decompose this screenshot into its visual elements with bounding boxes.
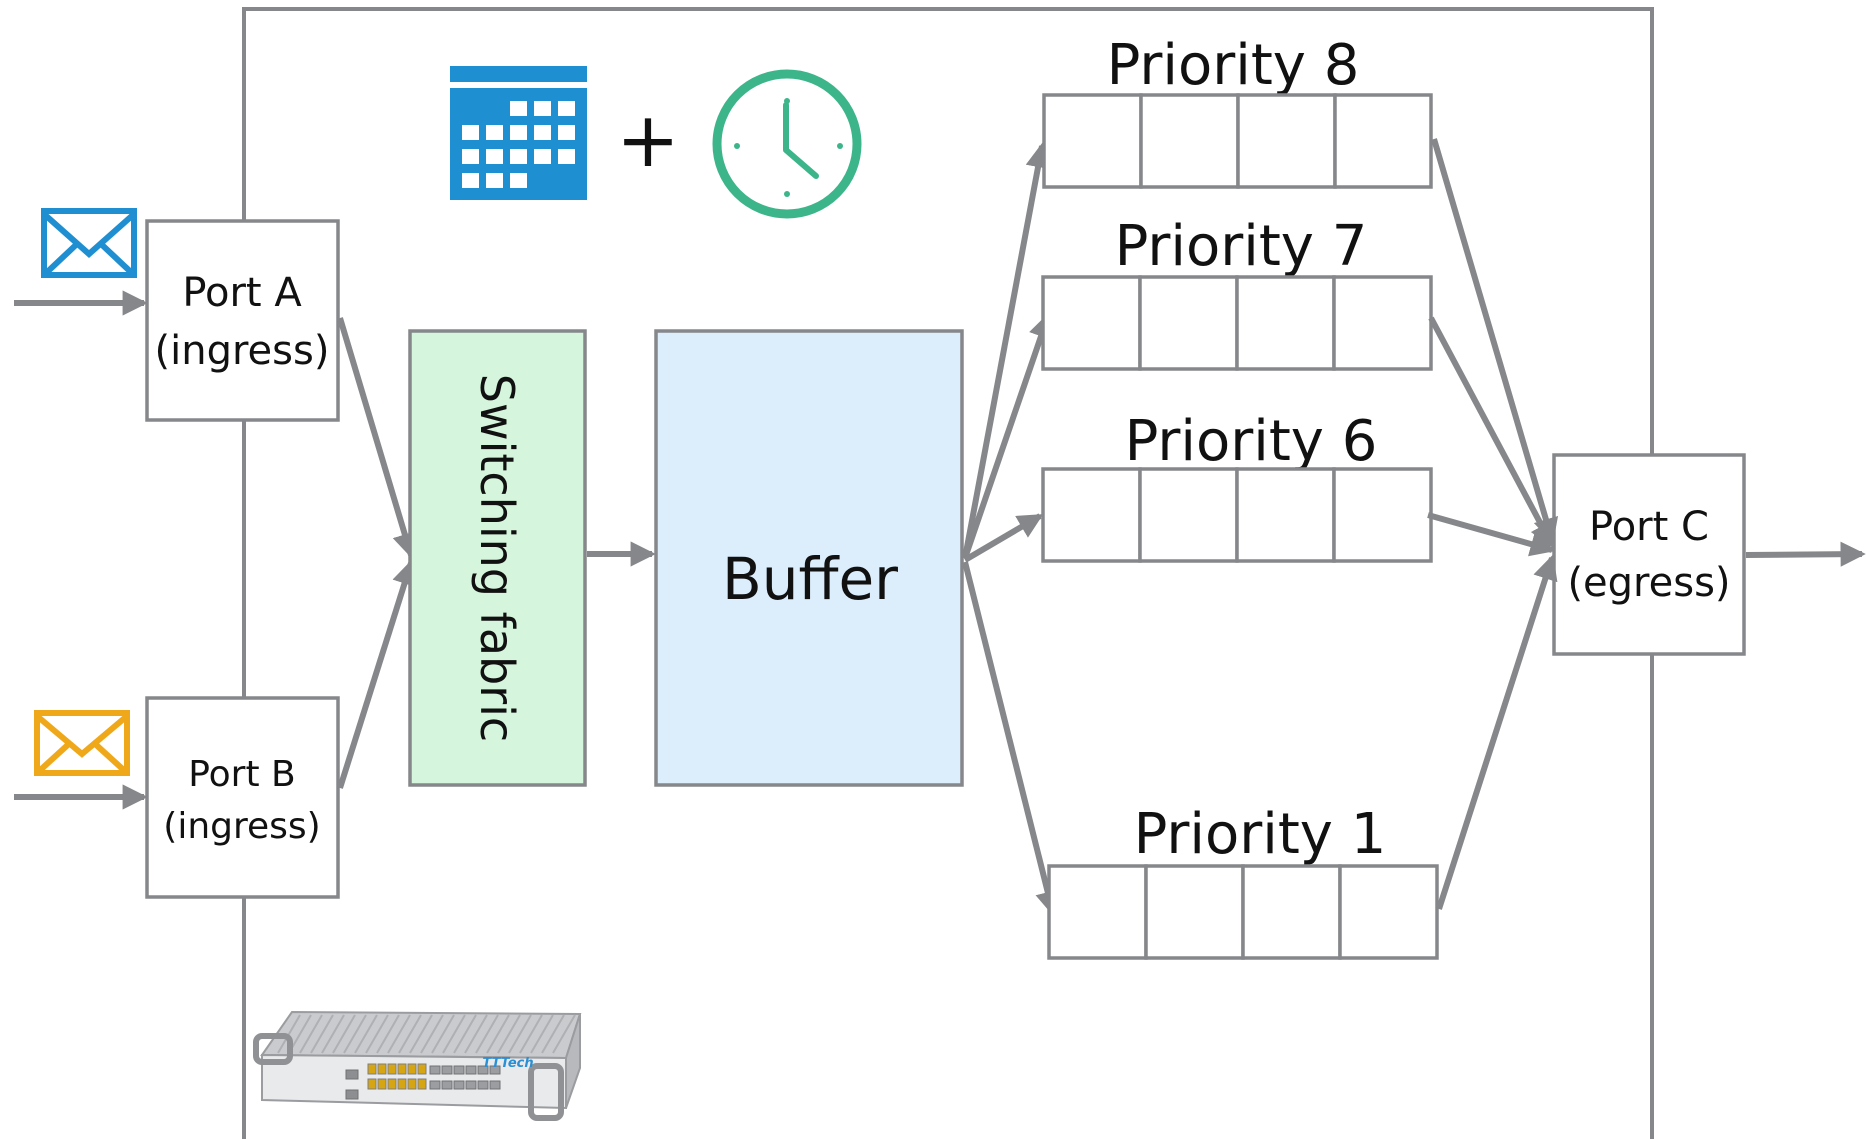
calendar-icon [450,66,587,200]
queue-slot [1041,467,1142,563]
arrow-porta-fabric [337,317,417,559]
queue-slot [1332,275,1433,371]
envelope-icon [41,208,137,278]
envelope-icon [34,710,130,776]
port-c-box [1552,453,1746,656]
priority-queue: Priority 1 [1047,802,1439,960]
priority-queue: Priority 8 [1042,33,1433,189]
queue-slot [1139,93,1240,189]
switching-fabric-label: Switching fabric [470,374,524,742]
port-c-name: Port C [1589,504,1709,550]
queue-slot [1144,864,1245,960]
port-b-box [145,696,340,899]
arrow-buffer-priority-8 [962,142,1051,559]
queue-slot [1047,864,1148,960]
priority-queue-label: Priority 7 [1115,214,1368,279]
queue-slot [1041,275,1142,371]
queue-slot [1138,275,1239,371]
priority-queue-label: Priority 6 [1125,409,1378,474]
queue-slot [1235,467,1336,563]
arrow-priority-8-portc [1431,138,1559,544]
arrow-priority-7-portc [1428,316,1555,549]
priority-queue-label: Priority 8 [1107,33,1360,98]
queue-slot [1235,275,1336,371]
network-switch-icon: TTTech [253,1010,582,1121]
clock-icon [712,69,862,219]
queue-slot [1241,864,1342,960]
arrow-buffer-priority-6 [963,513,1044,563]
queue-slot [1236,93,1337,189]
queue-slot [1338,864,1439,960]
queue-slot [1042,93,1143,189]
egress-line-c [1745,541,1866,567]
queue-slot [1138,467,1239,563]
priority-queue: Priority 7 [1041,214,1433,371]
port-a-box [145,219,340,422]
buffer-box [654,329,964,787]
switching-fabric-box [408,329,587,787]
port-b-name: Port B [188,754,296,795]
arrow-portb-fabric [337,559,417,789]
port-b-role: (ingress) [163,806,320,847]
buffer-label: Buffer [722,545,898,613]
queue-slot [1333,93,1433,189]
port-c-role: (egress) [1567,560,1730,606]
arrow-priority-1-portc [1436,554,1558,910]
port-a-name: Port A [182,270,302,316]
arrow-buffer-priority-7 [962,312,1053,559]
plus-sign: + [616,95,680,184]
arrow-buffer-priority-1 [962,561,1061,917]
port-a-role: (ingress) [155,328,330,374]
device-brand: TTTech [482,1056,533,1071]
priority-queue: Priority 6 [1041,409,1433,563]
priority-queue-label: Priority 1 [1134,802,1387,867]
arrow-priority-6-portc [1427,512,1556,557]
queue-slot [1332,467,1433,563]
